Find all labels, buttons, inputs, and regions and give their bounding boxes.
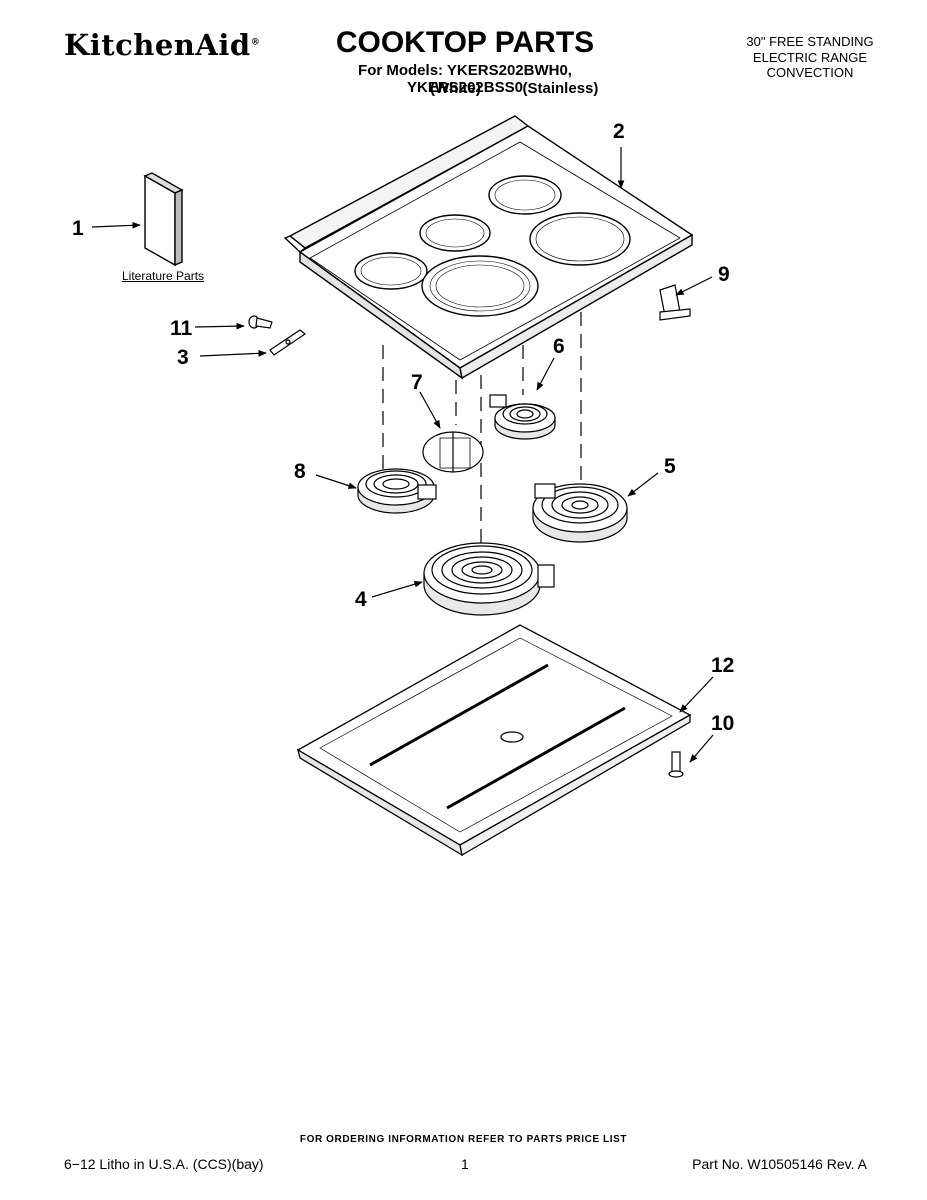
screw-part-10: [668, 751, 684, 778]
callout-5: 5: [664, 455, 676, 478]
clip-part-9: [659, 284, 691, 321]
literature-parts-label: Literature Parts: [122, 269, 205, 283]
ordering-note: FOR ORDERING INFORMATION REFER TO PARTS …: [299, 1134, 628, 1145]
litho-info: 6−12 Litho in U.S.A. (CCS)(bay): [64, 1156, 264, 1172]
page-number: 1: [461, 1156, 469, 1172]
brand-mark: ®: [250, 37, 261, 48]
callout-7: 7: [411, 371, 423, 394]
bracket-part-3: [269, 329, 307, 356]
screw-part-11: [248, 315, 273, 329]
cooktop-glass: [283, 115, 694, 380]
callout-11: 11: [170, 317, 193, 340]
literature-book: [143, 172, 184, 267]
variant-stainless: (Stainless): [522, 80, 599, 97]
spec-line-1: 30" FREE STANDING: [746, 34, 874, 49]
variant-white: (White): [430, 80, 481, 97]
part-number: Part No. W10505146 Rev. A: [692, 1156, 867, 1172]
callout-9: 9: [718, 263, 730, 286]
callout-12: 12: [711, 654, 734, 677]
spec-line-3: CONVECTION: [766, 65, 854, 80]
callout-4: 4: [355, 588, 367, 611]
callout-numbers: 1 2 3 4 5 6 7 8 9 10 11 12: [72, 120, 734, 735]
callout-8: 8: [294, 460, 306, 483]
spec-block: 30" FREE STANDING ELECTRIC RANGE CONVECT…: [710, 34, 910, 81]
burner-box-part-12: [296, 624, 692, 857]
callout-10: 10: [711, 712, 734, 735]
variant-labels: (White) (Stainless): [430, 80, 598, 97]
surface-element-part-5: [532, 483, 628, 543]
surface-element-part-4: [423, 542, 555, 616]
models-line: For Models: YKERS202BWH0, YKERS202BSS0: [358, 62, 572, 96]
shield-part-7: [422, 431, 484, 473]
spec-line-2: ELECTRIC RANGE: [752, 49, 868, 65]
callout-2: 2: [613, 120, 625, 143]
surface-element-part-6: [489, 394, 556, 440]
leader-arrows: [91, 147, 714, 763]
surface-element-part-8: [357, 468, 437, 514]
page-title: COOKTOP PARTS: [335, 26, 595, 59]
brand-name: KitchenAid: [64, 28, 251, 62]
brand-logo: KitchenAid®: [64, 28, 260, 62]
callout-6: 6: [553, 335, 565, 358]
assembly-lines: [382, 312, 582, 545]
callout-3: 3: [177, 346, 189, 369]
callout-1: 1: [72, 217, 84, 240]
